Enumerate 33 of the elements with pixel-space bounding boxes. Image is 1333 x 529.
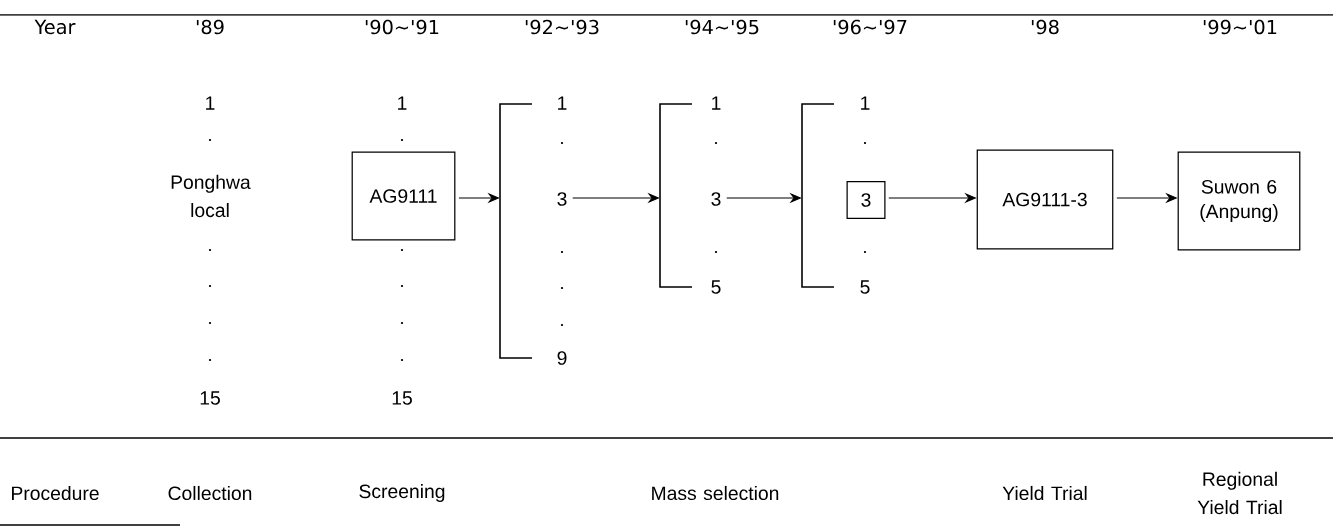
stage-label: Regional Yield Trial [1197,471,1282,515]
column-heading: '96∼'97 [833,19,907,35]
line-number: 5 [711,280,721,294]
source-label: Ponghwa local [171,174,251,218]
line-number: 1 [712,96,721,110]
column-heading: '99∼'01 [1203,19,1277,35]
strain-box: AG9111-3 [976,149,1114,250]
line-number: 15 [200,391,220,405]
stage-label: Screening [359,484,445,502]
stage-label: Collection [168,485,252,501]
column-heading: '94∼'95 [685,19,759,35]
column-heading: '92∼'93 [525,19,599,35]
stage-label: Procedure [12,485,99,501]
column-heading: '98 [1031,19,1059,35]
column-heading: '89 [196,19,224,35]
bracket [659,96,721,294]
column-heading: '90∼'91 [365,19,439,35]
line-number: 1 [206,96,215,110]
line-number: 1 [398,96,407,110]
line-number: 3 [557,192,567,206]
strain-box: Suwon 6 (Anpung) [1177,151,1301,251]
line-number: 5 [860,280,870,294]
line-number: 3 [711,192,721,206]
bracket [499,96,567,365]
line-number: 15 [392,391,412,405]
strain-box: AG9111 [351,151,456,241]
stage-label: Yield Trial [1002,485,1087,501]
strain-box: 3 [846,180,886,220]
line-number: 9 [557,351,567,365]
line-number: 1 [861,96,870,110]
stage-label: Mass selection [652,485,779,501]
line-number: 1 [558,96,567,110]
column-heading: Year [34,19,76,35]
